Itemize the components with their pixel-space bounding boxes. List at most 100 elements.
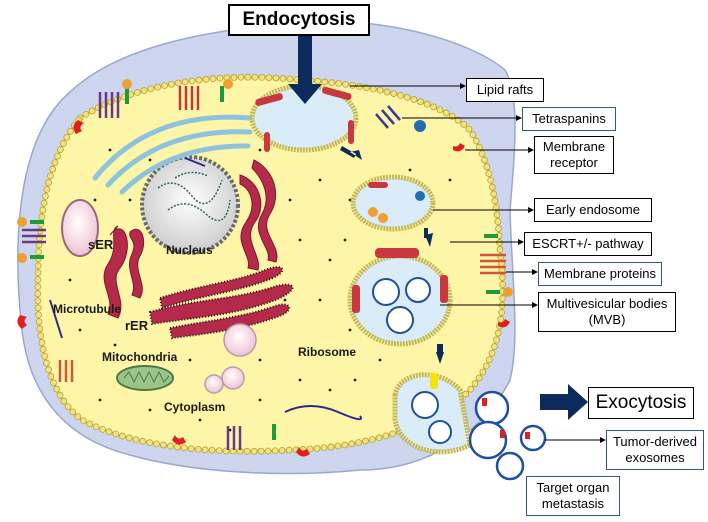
- membrane-bead: [349, 81, 356, 89]
- endocytic-vesicle: [249, 83, 359, 153]
- membrane-bead: [362, 437, 369, 445]
- callout-tumor-exosomes: Tumor-derived exosomes: [606, 430, 704, 470]
- membrane-bead: [147, 85, 155, 93]
- endocytosis-title: Endocytosis: [228, 4, 370, 36]
- membrane-bead: [154, 83, 162, 91]
- membrane-bead: [92, 423, 100, 431]
- nucleus: [140, 155, 240, 255]
- rough-er: [148, 266, 294, 340]
- label-ser: sER: [88, 237, 114, 252]
- membrane-bead: [34, 283, 42, 291]
- membrane-bead: [56, 391, 64, 399]
- membrane-bead: [60, 140, 67, 147]
- membrane-bead: [389, 430, 396, 438]
- membrane-bead: [454, 116, 462, 124]
- membrane-bead: [497, 315, 505, 323]
- ribosome-dot: [128, 198, 132, 202]
- membrane-bead: [99, 425, 106, 433]
- membrane-bead: [112, 430, 120, 438]
- callout-early-endosome: Early endosome: [534, 198, 652, 222]
- leader-arrowheads: [460, 83, 606, 443]
- membrane-bead: [39, 346, 47, 353]
- membrane-bead: [34, 269, 42, 277]
- membrane-bead: [278, 447, 286, 454]
- membrane-bead: [40, 199, 48, 207]
- callout-escrt: ESCRT+/- pathway: [524, 232, 652, 256]
- membrane-bead: [390, 90, 398, 97]
- ribosome-dot: [78, 328, 82, 332]
- membrane-bead: [469, 131, 477, 139]
- membrane-bead: [140, 87, 148, 94]
- membrane-bead: [383, 88, 391, 96]
- ribosome-dot: [228, 428, 232, 432]
- ribosome-dot: [113, 343, 117, 347]
- right-er: [239, 159, 278, 271]
- membrane-bead: [403, 93, 411, 101]
- membrane-bead: [334, 442, 342, 450]
- membrane-bead: [35, 311, 42, 319]
- membrane-bead: [139, 437, 147, 445]
- membrane-bead: [493, 336, 500, 344]
- membrane-bead: [285, 446, 293, 454]
- membrane-bead: [201, 446, 209, 454]
- membrane-bead: [471, 380, 479, 388]
- membrane-bead: [125, 434, 133, 442]
- membrane-bead: [475, 374, 483, 382]
- multivesicular-body: [347, 248, 453, 347]
- ribosome-dot: [298, 238, 302, 242]
- membrane-bead: [67, 127, 74, 135]
- membrane-bead: [499, 295, 506, 302]
- membrane-bead: [54, 152, 61, 160]
- membrane-bead: [187, 445, 195, 453]
- membrane-bead: [479, 368, 487, 376]
- callout-membrane-proteins: Membrane proteins: [538, 262, 662, 286]
- membrane-bead: [490, 343, 498, 350]
- membrane-bead: [492, 204, 500, 212]
- membrane-bead: [271, 447, 279, 455]
- membrane-bead: [69, 408, 77, 416]
- membrane-bead: [45, 179, 53, 187]
- membrane-bead: [36, 325, 44, 333]
- membrane-bead: [264, 447, 272, 455]
- membrane-bead: [146, 439, 154, 447]
- label-rer: rER: [125, 318, 149, 333]
- membrane-bead: [251, 73, 259, 81]
- membrane-bead: [167, 80, 175, 88]
- membrane-bead: [45, 366, 52, 374]
- membrane-bead: [180, 444, 188, 452]
- membrane-bead: [496, 239, 503, 246]
- membrane-bead: [237, 73, 245, 81]
- ribosome-dot: [68, 278, 72, 282]
- callout-membrane-receptor: Membrane receptor: [534, 136, 614, 174]
- ribosome-dot: [283, 298, 287, 302]
- membrane-bead: [105, 428, 113, 436]
- membrane-bead: [34, 262, 42, 270]
- membrane-proteins: [17, 79, 513, 457]
- lysosome-oval: [61, 199, 99, 257]
- ribosome-dot: [108, 148, 112, 152]
- ribosome-dot: [328, 388, 332, 392]
- membrane-bead: [64, 403, 72, 411]
- membrane-bead: [195, 76, 203, 84]
- membrane-bead: [314, 77, 322, 85]
- membrane-bead: [355, 439, 363, 446]
- membrane-bead: [495, 225, 502, 232]
- membrane-bead: [38, 339, 46, 346]
- membrane-bead: [265, 74, 273, 81]
- membrane-bead: [60, 397, 68, 405]
- membrane-bead: [41, 192, 49, 200]
- membrane-bead: [320, 444, 328, 452]
- membrane-bead: [209, 75, 217, 83]
- membrane-bead: [82, 110, 90, 118]
- membrane-bead: [50, 379, 57, 387]
- ribosome-dot: [148, 158, 152, 162]
- membrane-bead: [216, 74, 224, 82]
- membrane-bead: [465, 125, 473, 133]
- membrane-bead: [375, 434, 383, 442]
- membrane-bead: [475, 143, 483, 151]
- golgi-apparatus: [92, 114, 253, 195]
- membrane-bead: [436, 106, 444, 114]
- membrane-bead: [37, 332, 45, 340]
- released-exosomes: [468, 390, 547, 481]
